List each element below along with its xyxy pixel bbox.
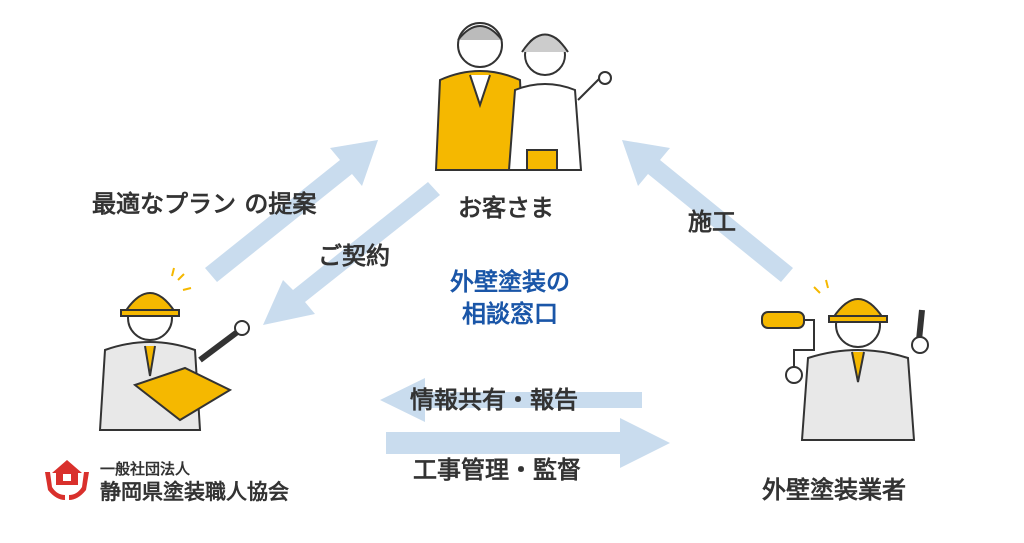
contractor-worker-illustration — [761, 279, 929, 441]
arrow-label-contract: ご契約 — [318, 242, 390, 270]
node-customer-label: お客さま — [458, 194, 554, 222]
arrow-label-info-share: 情報共有・報告 — [410, 386, 578, 414]
arrow-proposal — [205, 140, 378, 282]
house-hands-icon — [45, 460, 89, 500]
organization-type: 一般社団法人 — [100, 460, 191, 478]
arrow-management — [386, 418, 670, 468]
center-line-2: 相談窓口 — [462, 300, 558, 328]
customer-couple-illustration — [434, 22, 612, 171]
center-line-1: 外壁塗装の — [450, 268, 570, 296]
organization-name: 静岡県塗装職人協会 — [100, 480, 289, 504]
arrow-info-share — [380, 378, 642, 422]
arrow-label-management: 工事管理・監督 — [413, 456, 581, 484]
arrow-label-construction: 施工 — [688, 208, 736, 236]
arrow-label-proposal: 最適なプラン の提案 — [92, 190, 317, 218]
center-consultation-label: 外壁塗装の 相談窓口 — [430, 266, 590, 330]
consultant-worker-illustration — [98, 267, 250, 431]
arrow-construction — [622, 140, 793, 282]
arrow-contract — [263, 182, 440, 325]
node-contractor-label: 外壁塗装業者 — [762, 476, 906, 504]
